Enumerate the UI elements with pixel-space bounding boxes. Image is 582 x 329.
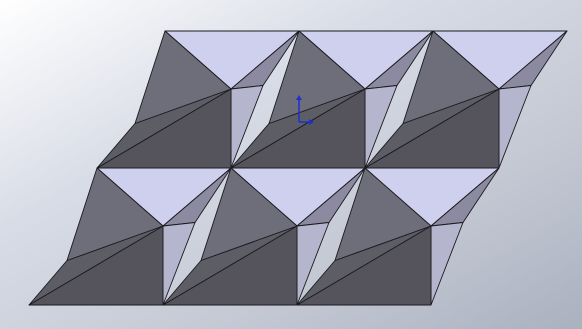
pyramid-face-left [200,167,298,261]
pyramid-panel-model[interactable] [28,30,568,306]
pyramid-face-left [134,30,232,124]
pyramid-face-left [66,167,164,261]
pyramid-face-left [268,30,366,124]
pyramid-face-left [334,167,432,261]
pyramid-face-left [402,30,500,124]
